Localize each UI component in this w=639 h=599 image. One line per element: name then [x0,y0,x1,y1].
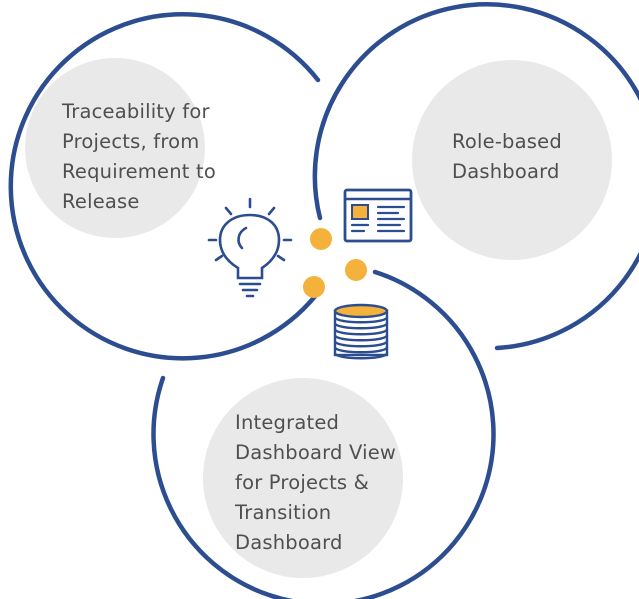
circle-label-role-based-dashboard: Role-based Dashboard [452,130,562,183]
ring-top-left [8,12,323,361]
database-stack-icon [333,303,389,360]
blob-bottom [203,378,403,578]
blob-top-left [25,58,205,238]
accent-dot-2 [345,259,367,281]
ring-bottom [151,269,496,599]
ring-top-right [312,2,639,351]
dashboard-window-icon [343,188,413,243]
lightbulb-icon [207,197,293,298]
blob-top-right [412,60,612,260]
accent-dot-1 [310,228,332,250]
circle-label-integrated-dashboard: Integrated Dashboard View for Projects &… [235,411,397,554]
circle-label-traceability: Traceability for Projects, from Requirem… [62,100,216,213]
accent-dot-3 [303,276,325,298]
